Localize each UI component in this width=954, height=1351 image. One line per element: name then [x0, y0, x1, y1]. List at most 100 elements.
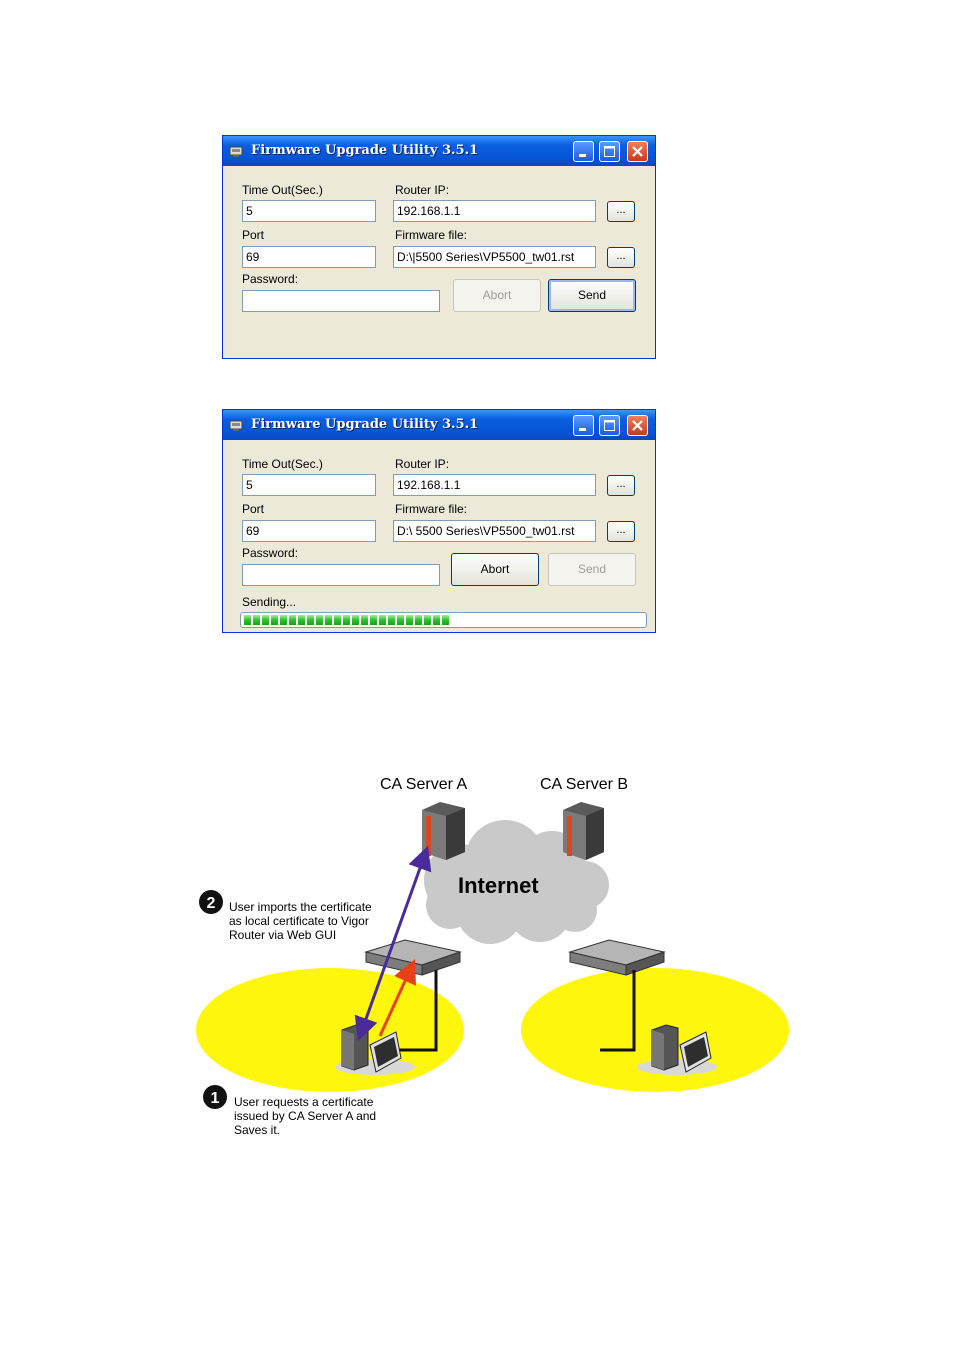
router-ip-label: Router IP:: [395, 183, 450, 197]
progress-block: [442, 615, 449, 625]
step-2-line: Router via Web GUI: [229, 928, 336, 942]
firmware-utility-window-sending: Firmware Upgrade Utility 3.5.1 Time Out(…: [222, 409, 656, 633]
close-button[interactable]: [627, 415, 648, 436]
close-icon: [632, 420, 643, 431]
firmware-file-label: Firmware file:: [395, 502, 468, 516]
progress-block: [415, 615, 422, 625]
cable-a: [395, 970, 438, 1052]
progress-block: [307, 615, 314, 625]
maximize-icon: [604, 420, 615, 431]
abort-button[interactable]: Abort: [453, 279, 541, 312]
internet-label: Internet: [458, 873, 539, 898]
port-input[interactable]: 69: [242, 246, 376, 268]
ca-server-b-label: CA Server B: [540, 776, 628, 793]
internet-cloud-icon: [424, 820, 609, 944]
step-2-line: User imports the certificate: [229, 900, 372, 914]
firmware-browse-button[interactable]: ...: [607, 247, 635, 268]
router-ip-browse-button[interactable]: ...: [607, 201, 635, 222]
send-button[interactable]: Send: [548, 553, 636, 586]
progress-block: [244, 615, 251, 625]
window-title: Firmware Upgrade Utility 3.5.1: [251, 143, 479, 158]
ca-server-a-icon: [422, 802, 465, 860]
window-title: Firmware Upgrade Utility 3.5.1: [251, 417, 479, 432]
progress-block: [334, 615, 341, 625]
maximize-icon: [604, 146, 615, 157]
status-text: Sending...: [242, 595, 297, 609]
progress-block: [433, 615, 440, 625]
port-label: Port: [242, 228, 265, 242]
password-input[interactable]: [242, 564, 440, 586]
cable-b: [600, 970, 636, 1052]
abort-button[interactable]: Abort: [451, 553, 539, 586]
progress-block: [289, 615, 296, 625]
step-1-line: Saves it.: [234, 1123, 280, 1137]
firmware-file-input[interactable]: D:\ 5500 Series\VP5500_tw01.rst: [393, 520, 596, 542]
user-pc-b-icon: [637, 1024, 717, 1075]
password-input[interactable]: [242, 290, 440, 312]
local-network-zone-a: [196, 968, 464, 1092]
progress-block: [298, 615, 305, 625]
progress-block: [388, 615, 395, 625]
step-1-number: 1: [211, 1090, 220, 1107]
progress-block: [406, 615, 413, 625]
timeout-input[interactable]: 5: [242, 200, 376, 222]
progress-block: [379, 615, 386, 625]
title-bar[interactable]: Firmware Upgrade Utility 3.5.1: [223, 136, 655, 166]
timeout-input[interactable]: 5: [242, 474, 376, 496]
timeout-label: Time Out(Sec.): [242, 457, 323, 471]
router-ip-input[interactable]: 192.168.1.1: [393, 200, 596, 222]
progress-block: [271, 615, 278, 625]
firmware-file-input[interactable]: D:\|5500 Series\VP5500_tw01.rst: [393, 246, 596, 268]
certificate-import-diagram: Internet CA Server A CA Server B: [196, 776, 789, 1137]
ca-server-a-label: CA Server A: [380, 776, 467, 793]
progress-block: [253, 615, 260, 625]
step-2-line: as local certificate to Vigor: [229, 914, 369, 928]
firmware-browse-button[interactable]: ...: [607, 521, 635, 542]
progress-block: [352, 615, 359, 625]
progress-block: [325, 615, 332, 625]
minimize-icon: [579, 428, 586, 431]
app-icon: [229, 146, 243, 157]
maximize-button[interactable]: [599, 141, 620, 162]
port-label: Port: [242, 502, 265, 516]
send-button[interactable]: Send: [548, 279, 636, 312]
progress-block: [316, 615, 323, 625]
progress-bar: [240, 612, 647, 628]
progress-block: [280, 615, 287, 625]
progress-block: [343, 615, 350, 625]
request-certificate-arrow: [378, 959, 416, 1037]
title-bar[interactable]: Firmware Upgrade Utility 3.5.1: [223, 410, 655, 440]
vigor-router-a-icon: [364, 939, 462, 976]
step-1-line: issued by CA Server A and: [234, 1109, 376, 1123]
firmware-file-label: Firmware file:: [395, 228, 468, 242]
port-input[interactable]: 69: [242, 520, 376, 542]
progress-block: [397, 615, 404, 625]
minimize-button[interactable]: [573, 415, 594, 436]
maximize-button[interactable]: [599, 415, 620, 436]
step-2-badge: 2: [199, 890, 223, 914]
progress-block: [424, 615, 431, 625]
close-icon: [632, 146, 643, 157]
step-1-line: User requests a certificate: [234, 1095, 374, 1109]
password-label: Password:: [242, 546, 299, 560]
app-icon: [229, 420, 243, 431]
minimize-icon: [579, 154, 586, 157]
progress-block: [262, 615, 269, 625]
minimize-button[interactable]: [573, 141, 594, 162]
router-ip-browse-button[interactable]: ...: [607, 475, 635, 496]
ca-server-b-icon: [563, 802, 604, 860]
progress-fill: [244, 615, 449, 625]
progress-block: [370, 615, 377, 625]
close-button[interactable]: [627, 141, 648, 162]
step-2-caption: User imports the certificate as local ce…: [229, 900, 375, 942]
password-label: Password:: [242, 272, 299, 286]
vigor-router-b-icon: [568, 939, 666, 976]
timeout-label: Time Out(Sec.): [242, 183, 323, 197]
progress-block: [361, 615, 368, 625]
step-1-caption: User requests a certificate issued by CA…: [234, 1095, 379, 1137]
firmware-utility-window-idle: Firmware Upgrade Utility 3.5.1 Time Out(…: [222, 135, 656, 359]
router-ip-input[interactable]: 192.168.1.1: [393, 474, 596, 496]
router-ip-label: Router IP:: [395, 457, 450, 471]
step-1-badge: 1: [203, 1085, 227, 1109]
import-certificate-arrow: [354, 845, 432, 1042]
